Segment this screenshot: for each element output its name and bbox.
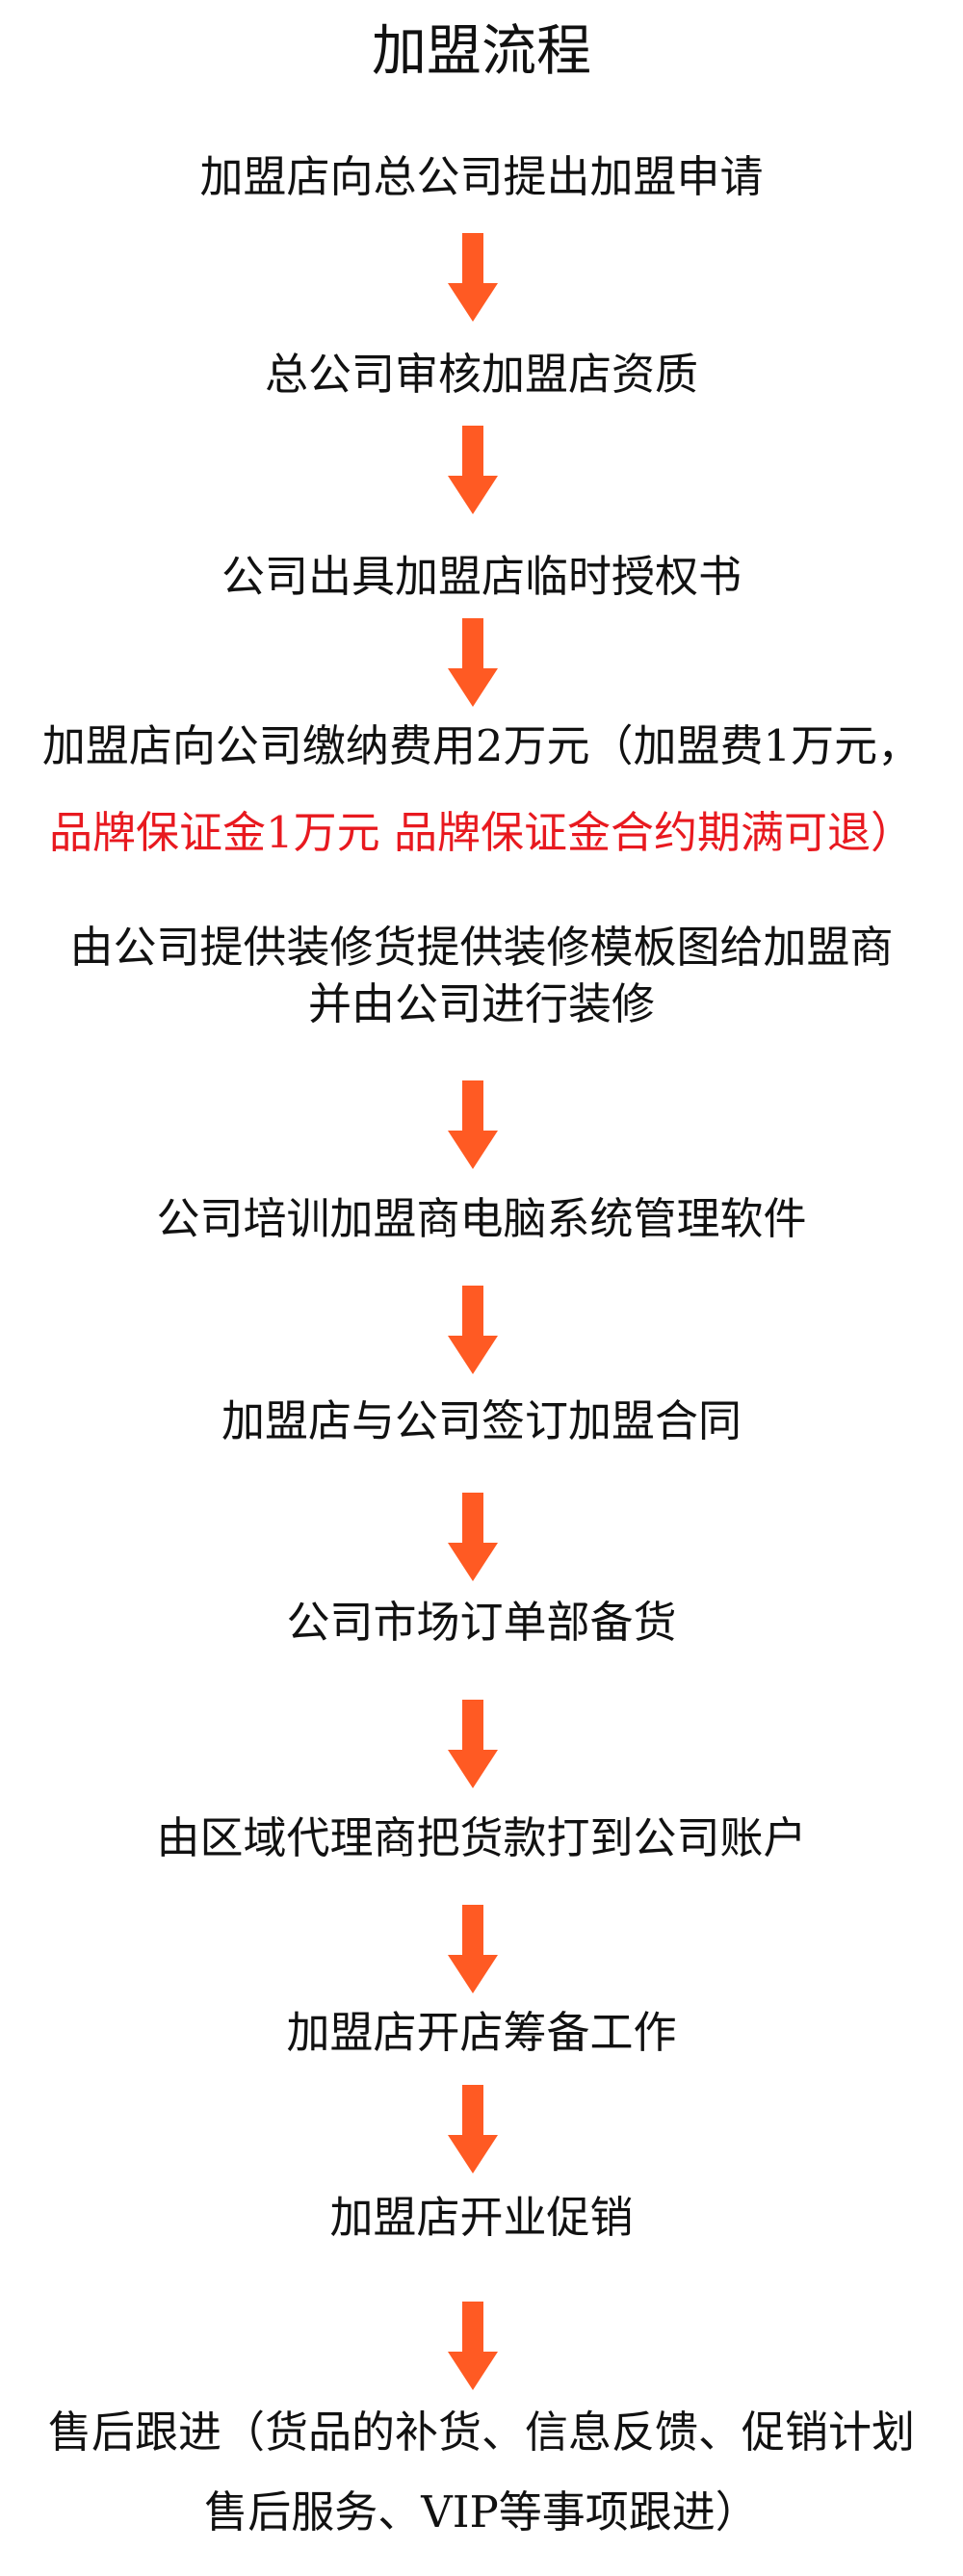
step-software-training: 公司培训加盟商电脑系统管理软件	[156, 1193, 807, 1244]
down-arrow-icon	[448, 1905, 498, 1993]
step-apply: 加盟店向总公司提出加盟申请	[199, 151, 764, 202]
down-arrow-icon	[448, 2085, 498, 2173]
step-sign-contract: 加盟店与公司签订加盟合同	[221, 1395, 742, 1446]
down-arrow-icon	[448, 1080, 498, 1169]
step-temporary-authorization: 公司出具加盟店临时授权书	[221, 551, 742, 602]
step-renovation-line1: 由公司提供装修货提供装修模板图给加盟商	[69, 922, 894, 973]
down-arrow-icon	[448, 2302, 498, 2390]
step-payment-transfer: 由区域代理商把货款打到公司账户	[156, 1812, 807, 1863]
step-stock-preparation: 公司市场订单部备货	[286, 1597, 677, 1648]
step-pay-fees-line1: 加盟店向公司缴纳费用2万元（加盟费1万元，	[41, 720, 922, 771]
step-review-qualification: 总公司审核加盟店资质	[264, 349, 698, 400]
step-opening-preparation: 加盟店开店筹备工作	[286, 2007, 677, 2058]
down-arrow-icon	[448, 1700, 498, 1788]
deposit-note: 品牌保证金1万元 品牌保证金合约期满可退）	[49, 807, 914, 858]
down-arrow-icon	[448, 618, 498, 707]
down-arrow-icon	[448, 1493, 498, 1581]
down-arrow-icon	[448, 426, 498, 514]
step-renovation-line2: 并由公司进行装修	[307, 978, 655, 1029]
page-title: 加盟流程	[372, 19, 591, 83]
down-arrow-icon	[448, 1286, 498, 1374]
step-pay-fees-line2: 品牌保证金1万元 品牌保证金合约期满可退）	[0, 803, 963, 863]
step-after-sales-line1: 售后跟进（货品的补货、信息反馈、促销计划	[47, 2407, 915, 2458]
step-after-sales-line2: 售后服务、VIP等事项跟进）	[204, 2486, 759, 2537]
step-opening-promotion: 加盟店开业促销	[329, 2192, 634, 2243]
down-arrow-icon	[448, 233, 498, 322]
